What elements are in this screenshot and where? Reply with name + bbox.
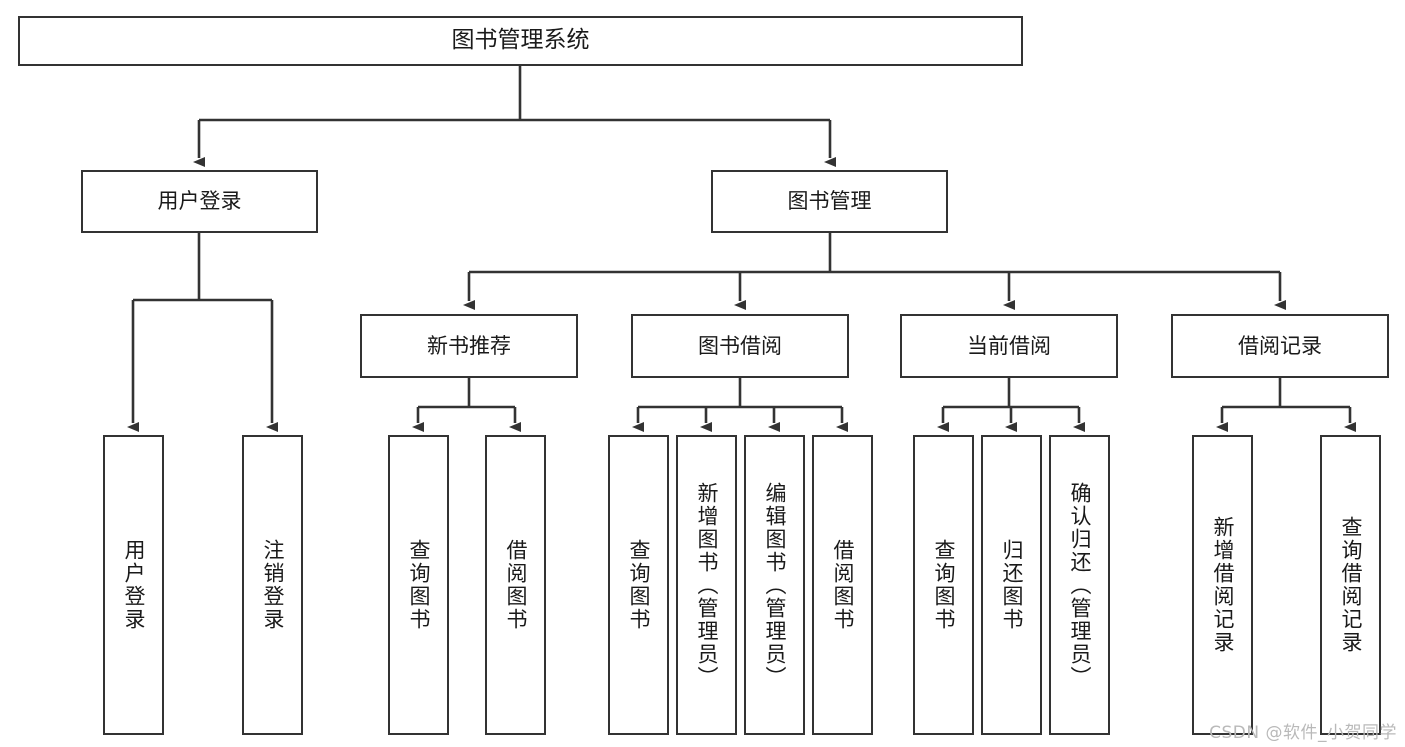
- node-label: 查询图书: [407, 539, 431, 631]
- node-label: 用户登录: [157, 189, 242, 214]
- node-label: 注销登录: [261, 539, 285, 631]
- node-label: 确认归还（管理员）: [1068, 481, 1092, 689]
- node-leaf-logout-login[interactable]: 注销登录: [242, 435, 303, 735]
- node-leaf-query-book-borrow[interactable]: 查询图书: [608, 435, 669, 735]
- node-label: 借阅记录: [1238, 333, 1322, 358]
- node-leaf-query-book-recommend[interactable]: 查询图书: [388, 435, 449, 735]
- node-leaf-user-login[interactable]: 用户登录: [103, 435, 164, 735]
- node-leaf-edit-book[interactable]: 编辑图书（管理员）: [744, 435, 805, 735]
- node-book-borrow[interactable]: 图书借阅: [631, 314, 849, 378]
- node-label: 新书推荐: [427, 333, 511, 358]
- node-root-system[interactable]: 图书管理系统: [18, 16, 1023, 66]
- node-leaf-add-book[interactable]: 新增图书（管理员）: [676, 435, 737, 735]
- watermark-text: CSDN @软件_小贺同学: [1209, 723, 1397, 743]
- node-label: 查询图书: [932, 539, 956, 631]
- node-book-management[interactable]: 图书管理: [711, 170, 948, 233]
- node-label: 新增图书（管理员）: [695, 481, 719, 689]
- node-label: 图书管理系统: [451, 27, 590, 54]
- node-borrow-record[interactable]: 借阅记录: [1171, 314, 1389, 378]
- node-leaf-borrow-book[interactable]: 借阅图书: [812, 435, 873, 735]
- node-leaf-add-borrow-record[interactable]: 新增借阅记录: [1192, 435, 1253, 735]
- node-label: 用户登录: [122, 539, 146, 631]
- node-label: 借阅图书: [831, 539, 855, 631]
- node-label: 新增借阅记录: [1211, 516, 1235, 654]
- node-leaf-query-borrow-record[interactable]: 查询借阅记录: [1320, 435, 1381, 735]
- node-leaf-return-book[interactable]: 归还图书: [981, 435, 1042, 735]
- node-label: 归还图书: [1000, 539, 1024, 631]
- node-leaf-borrow-book-recommend[interactable]: 借阅图书: [485, 435, 546, 735]
- node-leaf-query-book-current[interactable]: 查询图书: [913, 435, 974, 735]
- node-label: 当前借阅: [967, 333, 1051, 358]
- node-label: 图书管理: [787, 189, 872, 214]
- node-current-borrow[interactable]: 当前借阅: [900, 314, 1118, 378]
- node-user-login[interactable]: 用户登录: [81, 170, 318, 233]
- node-label: 查询借阅记录: [1339, 516, 1363, 654]
- node-label: 查询图书: [627, 539, 651, 631]
- node-label: 编辑图书（管理员）: [763, 481, 787, 689]
- node-new-book-recommend[interactable]: 新书推荐: [360, 314, 578, 378]
- node-label: 借阅图书: [504, 539, 528, 631]
- node-label: 图书借阅: [698, 333, 782, 358]
- node-leaf-confirm-return[interactable]: 确认归还（管理员）: [1049, 435, 1110, 735]
